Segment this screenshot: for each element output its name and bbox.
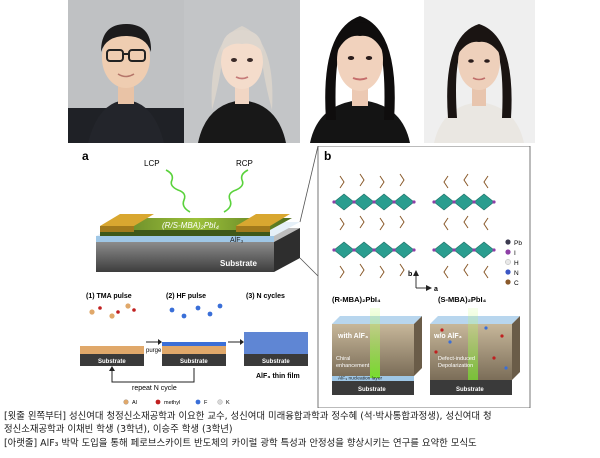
left-substrate-label: Substrate: [358, 387, 386, 393]
chiral-line-2: enhancement: [336, 363, 370, 369]
caption-line-3: [아랫줄] AlF₃ 박막 도입을 통해 페로브스카이트 반도체의 카이럴 광학…: [4, 438, 477, 449]
right-electrode: [236, 214, 290, 226]
portrait-photo-3: [300, 0, 420, 143]
portrait-photo-2: [184, 0, 300, 143]
without-alf3-cross-section: [430, 308, 520, 395]
svg-text:F: F: [204, 400, 208, 406]
defect-line-1: Defect-induced: [438, 356, 475, 362]
step2-label: (2) HF pulse: [166, 293, 206, 300]
caption-line-2: 정신소재공학과 이채빈 학생 (3학년), 이승주 학생 (3학년): [4, 424, 233, 435]
svg-text:H: H: [514, 260, 519, 267]
electrode-label: Au/Cr: [251, 203, 272, 212]
nucleation-label: AlF₃ nucleation layer: [338, 376, 382, 382]
svg-text:methyl: methyl: [164, 400, 180, 406]
lcp-label: LCP: [144, 159, 160, 168]
atom-legend: Pb I H N C: [505, 239, 522, 287]
r-mba-crystal-structure: [332, 173, 416, 279]
panel-a-label: a: [82, 149, 89, 163]
purge-label: purge: [146, 348, 162, 354]
chiral-enhancement-label: Chiral enhancement: [336, 356, 370, 369]
without-alf3-label: w/o AlF₃: [433, 333, 462, 340]
step3-substrate-label: Substrate: [262, 359, 290, 365]
svg-text:Al: Al: [132, 400, 137, 406]
rcp-label: RCP: [236, 159, 253, 168]
panel-b-frame: [317, 146, 531, 408]
alf3-layer-label: AlF₃: [230, 237, 244, 244]
svg-text:I: I: [514, 250, 516, 257]
step3-diagram: [244, 332, 308, 366]
axis-b-label: b: [408, 271, 412, 278]
step3-label: (3) N cycles: [246, 293, 285, 300]
perovskite-film-label: (R/S-MBA)₂PbI₄: [162, 221, 219, 230]
panel-b-label: b: [324, 149, 331, 163]
left-electrode-front: [100, 226, 134, 232]
repeat-label: repeat N cycle: [132, 385, 177, 392]
r-mba-label: (R-MBA)₂PbI₄: [332, 295, 381, 304]
defect-line-2: Depolarization: [438, 363, 473, 369]
research-figure: a LCP RCP Substrate AlF₃ (R/S-MBA)₂PbI₄ …: [80, 146, 531, 408]
zoom-line-bottom: [299, 257, 319, 277]
axis-a-label: a: [434, 286, 438, 293]
process-arrows: [109, 339, 244, 383]
svg-text:Pb: Pb: [514, 240, 522, 247]
process-legend: Al methyl F K: [123, 399, 230, 406]
substrate-side: [274, 228, 300, 272]
caption-line-1: [윗줄 왼쪽부터] 성신여대 청정신소재공학과 이요한 교수, 성신여대 미래융…: [4, 411, 492, 422]
svg-text:K: K: [226, 400, 230, 406]
portrait-photo-4: [424, 0, 535, 143]
alf3-thin-film-label: AlF₃ thin film: [256, 373, 300, 380]
chiral-line-1: Chiral: [336, 356, 350, 362]
portrait-photo-1: [68, 0, 184, 143]
step1-label: (1) TMA pulse: [86, 293, 132, 300]
with-alf3-cross-section: [332, 308, 422, 395]
step1-substrate-label: Substrate: [98, 359, 126, 365]
with-alf3-label: with AlF₃: [337, 333, 368, 340]
s-mba-label: (S-MBA)₂PbI₄: [438, 295, 487, 304]
step2-substrate-label: Substrate: [180, 359, 208, 365]
substrate-label: Substrate: [220, 259, 257, 268]
step2-diagram: [162, 303, 226, 366]
alf3-layer-front: [96, 236, 274, 242]
substrate-front: [96, 242, 274, 272]
right-substrate-label: Substrate: [456, 387, 484, 393]
svg-text:N: N: [514, 270, 519, 277]
defect-depolarization-label: Defect-induced Depolarization: [438, 356, 477, 369]
perovskite-film-front: [100, 230, 270, 236]
zoom-line-top: [299, 146, 319, 223]
step1-diagram: [80, 303, 144, 366]
svg-text:C: C: [514, 280, 519, 287]
crystal-axes: [413, 270, 432, 291]
circular-polarized-light-icon: [165, 169, 249, 213]
left-electrode: [100, 214, 154, 226]
right-electrode-front: [236, 226, 270, 232]
s-mba-crystal-structure: [432, 173, 496, 279]
